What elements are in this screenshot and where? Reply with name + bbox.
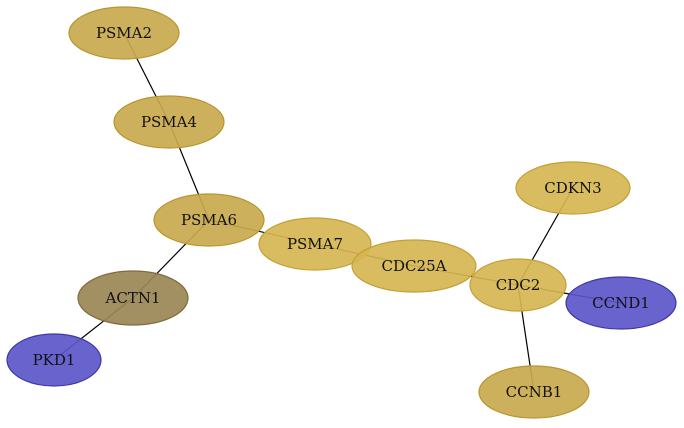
node-cdc2[interactable]: CDC2 [469, 258, 567, 312]
node-psma6[interactable]: PSMA6 [153, 193, 265, 247]
node-psma2[interactable]: PSMA2 [68, 6, 180, 60]
node-label: PSMA2 [96, 24, 152, 42]
node-label: PSMA6 [181, 211, 237, 229]
node-ellipse[interactable] [565, 276, 677, 330]
node-psma4[interactable]: PSMA4 [113, 95, 225, 149]
node-ellipse[interactable] [6, 333, 102, 387]
node-ccnd1[interactable]: CCND1 [565, 276, 677, 330]
node-ellipse[interactable] [258, 217, 372, 271]
node-label: CDKN3 [544, 179, 601, 197]
node-cdkn3[interactable]: CDKN3 [515, 161, 631, 215]
node-ellipse[interactable] [77, 270, 189, 326]
node-ellipse[interactable] [153, 193, 265, 247]
node-label: ACTN1 [105, 289, 161, 307]
node-label: CDC25A [382, 257, 447, 275]
node-label: PKD1 [33, 351, 76, 369]
node-label: CDC2 [496, 276, 541, 294]
node-ellipse[interactable] [515, 161, 631, 215]
node-ellipse[interactable] [351, 239, 477, 293]
node-pkd1[interactable]: PKD1 [6, 333, 102, 387]
node-ellipse[interactable] [469, 258, 567, 312]
node-ellipse[interactable] [113, 95, 225, 149]
node-ellipse[interactable] [68, 6, 180, 60]
node-label: CCND1 [592, 294, 650, 312]
node-ccnb1[interactable]: CCNB1 [478, 365, 590, 419]
node-label: CCNB1 [506, 383, 563, 401]
edge-layer [53, 32, 622, 393]
node-label: PSMA4 [141, 113, 197, 131]
node-psma7[interactable]: PSMA7 [258, 217, 372, 271]
node-cdc25a[interactable]: CDC25A [351, 239, 477, 293]
node-label: PSMA7 [287, 235, 343, 253]
node-actn1[interactable]: ACTN1 [77, 270, 189, 326]
node-ellipse[interactable] [478, 365, 590, 419]
